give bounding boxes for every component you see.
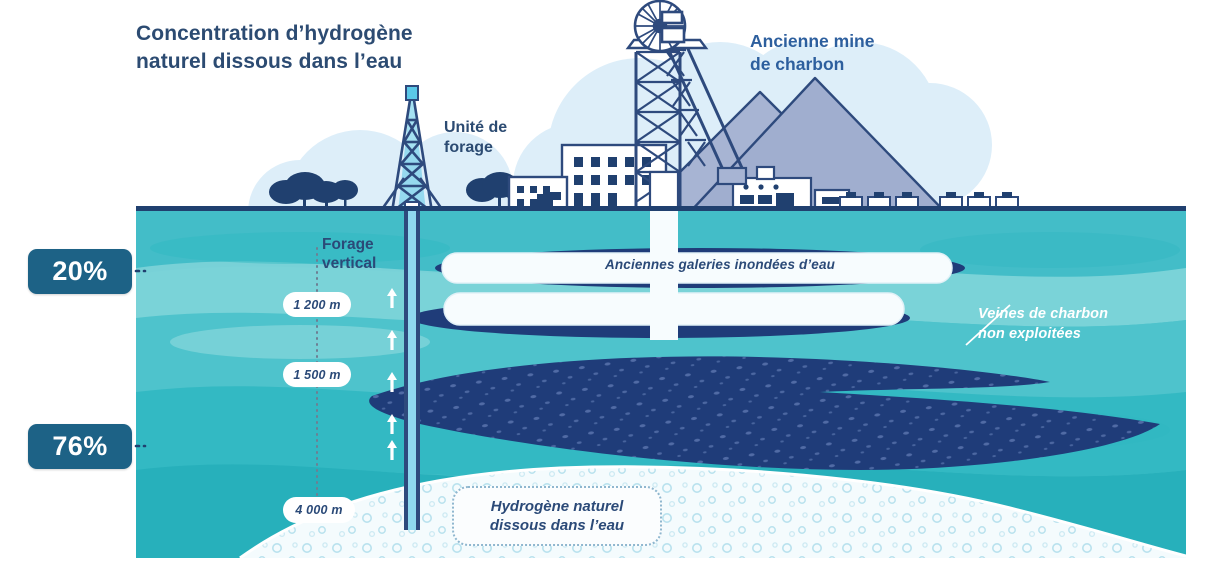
label-vertical-drilling: Forage vertical [322, 236, 432, 274]
lens-2 [170, 325, 430, 359]
mine-shaft-vertical [650, 210, 678, 340]
label-drilling-unit-line-2: forage [444, 139, 493, 157]
shaft-head [648, 170, 680, 212]
page-title: Concentration d’hydrogène naturel dissou… [136, 20, 466, 75]
surface-line [136, 206, 1186, 211]
label-drilling-unit: Unité de forage [444, 118, 584, 159]
drill-pipe [404, 210, 420, 530]
depth-marker-1200m: 1 200 m [283, 292, 351, 317]
caption-dissolved-hydrogen-line-2: dissous dans l’eau [489, 517, 625, 534]
headframe-tower [625, 38, 709, 212]
caption-coal-veins: Veines de charbon non exploitées [978, 305, 1178, 344]
bedrock-edge [239, 465, 1186, 558]
caption-coal-veins-line-1: Veines de charbon [978, 306, 1109, 322]
lens-3 [920, 232, 1180, 268]
label-old-coal-mine-line-2: de charbon [750, 53, 845, 74]
flow-arrows [387, 288, 397, 460]
title-line-2: naturel dissous dans l’eau [136, 49, 403, 73]
concentration-badge-76: 76% [28, 424, 132, 469]
label-vertical-drilling-line-2: vertical [322, 254, 377, 272]
depth-marker-4000m: 4 000 m [283, 497, 355, 523]
label-old-coal-mine: Ancienne mine de charbon [750, 30, 950, 76]
label-old-coal-mine-line-1: Ancienne mine [750, 31, 875, 51]
lens-1 [150, 232, 450, 264]
gallery-tube-1 [441, 252, 953, 284]
mine-building-tall [560, 143, 668, 212]
badge-connectors [134, 269, 147, 448]
caption-dissolved-hydrogen-line-1: Hydrogène naturel [490, 497, 624, 515]
label-vertical-drilling-line-1: Forage [322, 236, 374, 253]
drill-derrick [378, 85, 446, 212]
headframe-wheel [633, 0, 687, 53]
label-drilling-unit-line-1: Unité de [444, 119, 508, 136]
concentration-badge-20: 20% [28, 249, 132, 294]
caption-coal-veins-line-2: non exploitées [978, 325, 1081, 342]
caption-dissolved-hydrogen: Hydrogène naturel dissous dans l’eau [452, 486, 662, 546]
sky-group [136, 0, 1186, 212]
coal-vein-texture [369, 356, 1161, 470]
title-line-1: Concentration d’hydrogène [136, 22, 413, 45]
tree-cluster-left [269, 172, 358, 212]
leader-line-veins [965, 304, 1011, 346]
caption-flooded-galleries: Anciennes galeries inondées d’eau [604, 257, 836, 272]
depth-marker-1500m: 1 500 m [283, 362, 351, 387]
